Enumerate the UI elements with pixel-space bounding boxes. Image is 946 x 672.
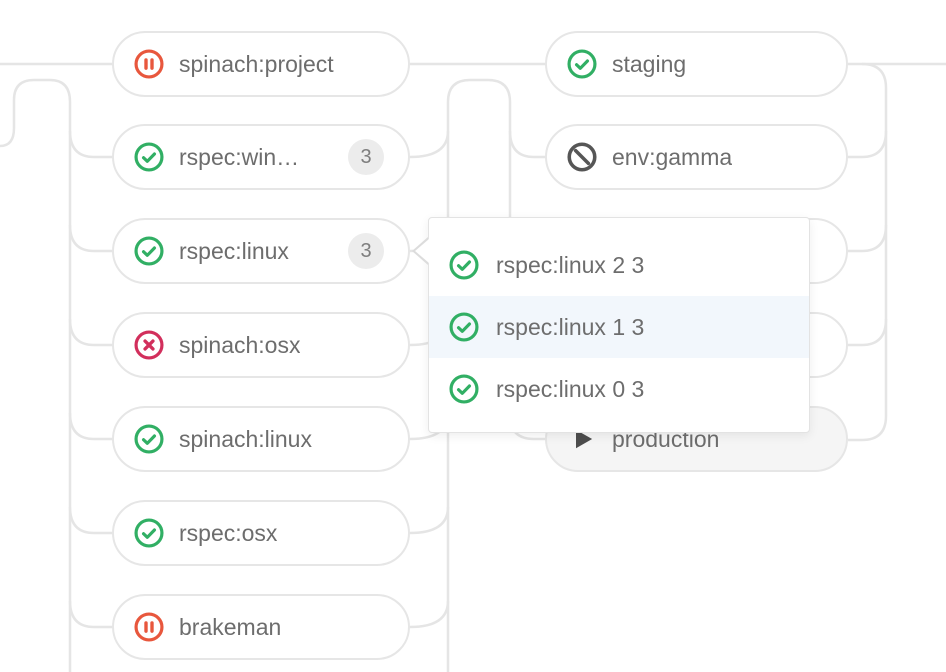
paused-status-icon <box>134 49 164 79</box>
success-status-icon <box>134 424 164 454</box>
job-label: spinach:project <box>179 50 334 77</box>
success-status-icon <box>449 374 479 404</box>
paused-status-icon <box>134 612 164 642</box>
job-node-rspec-linux[interactable]: rspec:linux 3 <box>112 218 410 284</box>
job-label: spinach:linux <box>179 425 312 452</box>
job-label: rspec:osx <box>179 519 278 546</box>
job-label: env:gamma <box>612 143 733 170</box>
job-node-spinach-osx[interactable]: spinach:osx <box>112 312 410 378</box>
parallel-jobs-dropdown: rspec:linux 2 3 rspec:linux 1 3 rspec:li… <box>428 217 810 433</box>
failed-status-icon <box>134 330 164 360</box>
dropdown-item-label: rspec:linux 1 3 <box>496 313 645 340</box>
success-status-icon <box>449 250 479 280</box>
success-status-icon <box>449 312 479 342</box>
job-label: spinach:osx <box>179 331 301 358</box>
job-node-brakeman[interactable]: brakeman <box>112 594 410 660</box>
skipped-status-icon <box>567 142 597 172</box>
success-status-icon <box>134 236 164 266</box>
job-node-staging[interactable]: staging <box>545 31 848 97</box>
job-node-env-gamma[interactable]: env:gamma <box>545 124 848 190</box>
dropdown-item-rspec-linux-2[interactable]: rspec:linux 2 3 <box>429 234 809 296</box>
dropdown-item-label: rspec:linux 2 3 <box>496 251 645 278</box>
job-node-rspec-osx[interactable]: rspec:osx <box>112 500 410 566</box>
job-label: brakeman <box>179 613 282 640</box>
dropdown-caret-fill <box>415 239 429 263</box>
success-status-icon <box>567 49 597 79</box>
job-label: staging <box>612 50 687 77</box>
job-node-rspec-win[interactable]: rspec:win… 3 <box>112 124 410 190</box>
job-label: rspec:win… <box>179 143 300 170</box>
parallel-jobs-badge[interactable]: 3 <box>348 233 384 269</box>
success-status-icon <box>134 518 164 548</box>
dropdown-item-label: rspec:linux 0 3 <box>496 375 645 402</box>
job-node-spinach-linux[interactable]: spinach:linux <box>112 406 410 472</box>
success-status-icon <box>134 142 164 172</box>
job-node-spinach-project[interactable]: spinach:project <box>112 31 410 97</box>
parallel-jobs-badge[interactable]: 3 <box>348 139 384 175</box>
job-label: rspec:linux <box>179 237 289 264</box>
dropdown-item-rspec-linux-0[interactable]: rspec:linux 0 3 <box>429 358 809 420</box>
dropdown-item-rspec-linux-1[interactable]: rspec:linux 1 3 <box>429 296 809 358</box>
